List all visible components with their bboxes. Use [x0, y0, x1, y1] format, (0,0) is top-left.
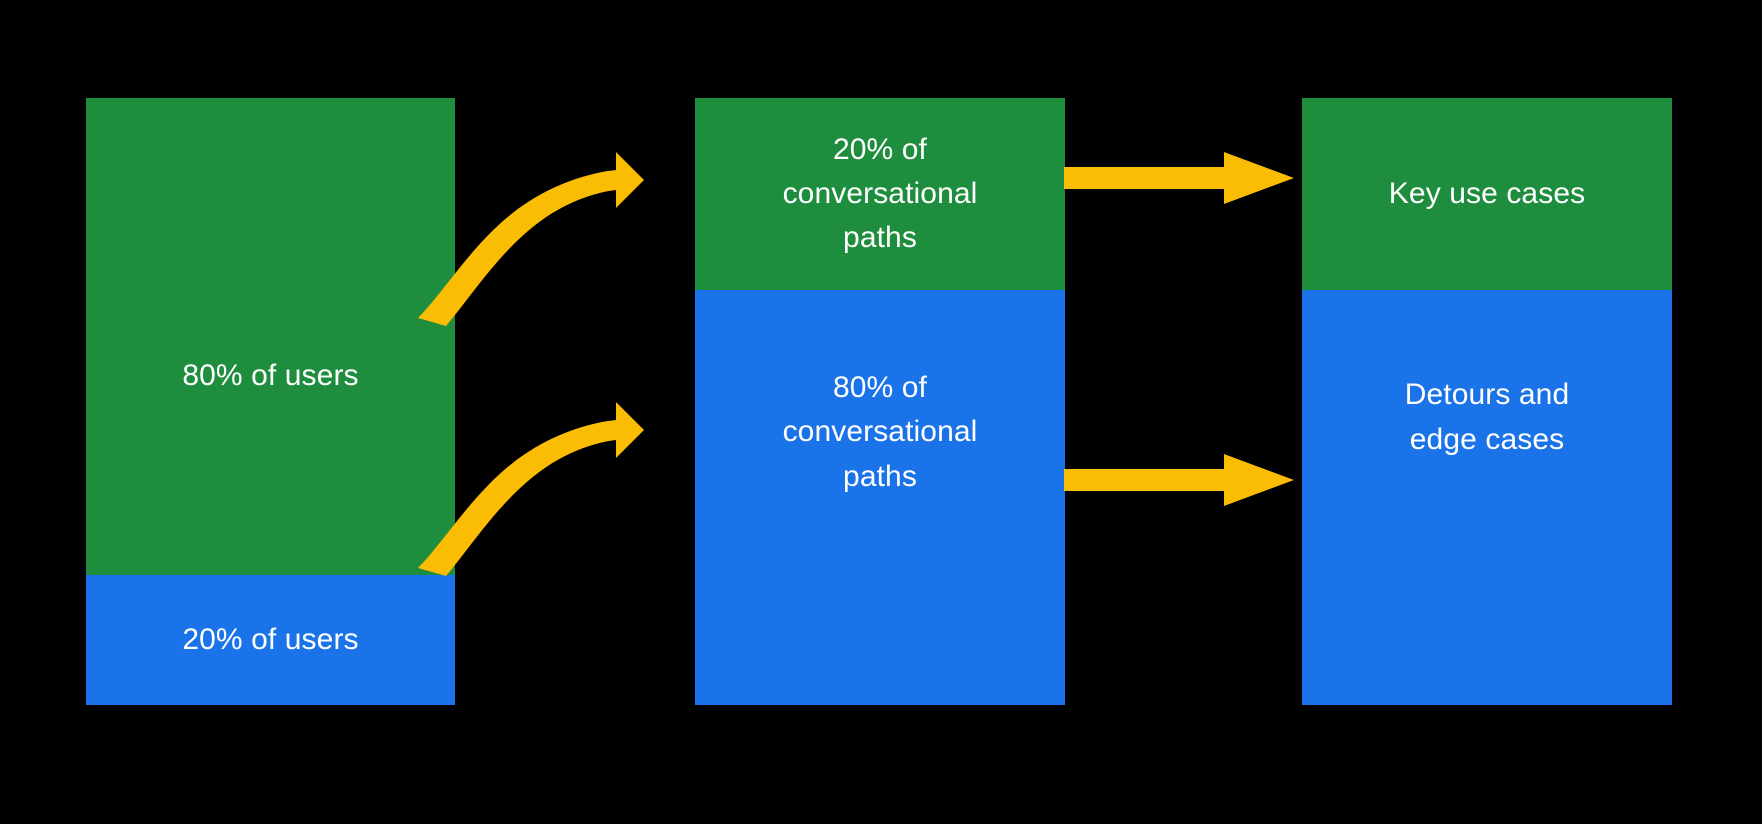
bar-segment-label: 80% of conversational paths	[782, 371, 978, 493]
bar-column-outcomes: Key use cases Detours and edge cases	[1302, 98, 1672, 705]
straight-arrow-right-icon	[1064, 454, 1294, 506]
curved-arrow-up-icon	[418, 152, 644, 326]
bar-segment-key-use-cases: Key use cases	[1302, 98, 1672, 290]
bar-segment-label: 20% of conversational paths	[782, 132, 978, 255]
bar-segment-20-percent-paths: 20% of conversational paths	[695, 98, 1065, 290]
straight-arrow-right-icon	[1064, 152, 1294, 204]
bar-segment-label: Key use cases	[1388, 176, 1586, 210]
bar-segment-label: 80% of users	[182, 359, 359, 393]
bar-segment-detours-edge-cases: Detours and edge cases	[1302, 290, 1672, 705]
bar-segment-label: 20% of users	[182, 622, 359, 656]
bar-column-users: 80% of users 20% of users	[86, 98, 455, 705]
bar-segment-label: Detours and edge cases	[1404, 378, 1570, 456]
bar-segment-80-percent-paths: 80% of conversational paths	[695, 290, 1065, 705]
curved-arrow-up-icon	[418, 402, 644, 576]
bar-segment-20-percent-users: 20% of users	[86, 575, 455, 705]
bar-segment-80-percent-users: 80% of users	[86, 98, 455, 575]
bar-column-conversational-paths: 20% of conversational paths 80% of conve…	[695, 98, 1065, 705]
